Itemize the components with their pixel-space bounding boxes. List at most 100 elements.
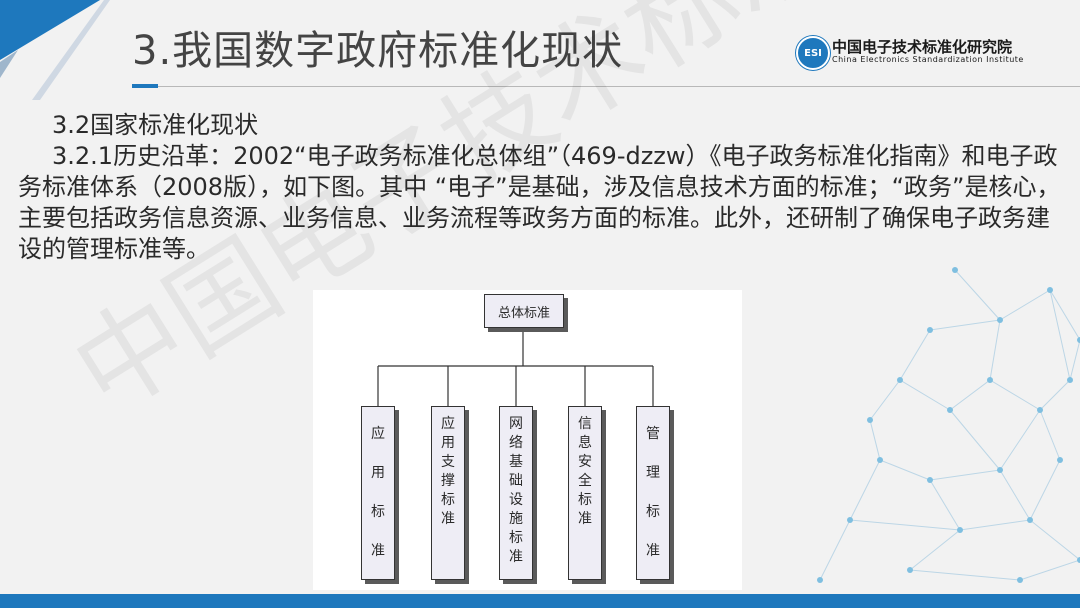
- leaf-node-1: 应用标准: [361, 406, 395, 580]
- leaf-node-char: 网: [509, 416, 523, 432]
- network-dot: [1047, 287, 1053, 293]
- leaf-node-char: 标: [509, 530, 523, 546]
- network-line: [819, 519, 851, 581]
- network-dot: [1037, 407, 1043, 413]
- network-line: [1029, 519, 1080, 561]
- network-dot: [1077, 337, 1080, 343]
- title-underline: [132, 86, 1080, 87]
- network-dot: [1057, 457, 1063, 463]
- connector-lines: [377, 327, 654, 406]
- network-line: [999, 289, 1051, 321]
- leaf-node-char: 标: [578, 492, 592, 508]
- leaf-node-char: 应: [441, 416, 455, 432]
- network-line: [1049, 289, 1071, 381]
- network-dot: [957, 527, 963, 533]
- leaf-node-char: 准: [509, 549, 523, 565]
- network-line: [899, 329, 931, 381]
- network-line: [879, 459, 931, 481]
- bottom-bar: [0, 594, 1080, 608]
- network-line: [929, 479, 961, 531]
- network-line: [999, 469, 1031, 521]
- network-line: [849, 519, 961, 531]
- network-line: [1039, 379, 1071, 411]
- leaf-node-char: 准: [441, 511, 455, 527]
- network-line: [999, 409, 1041, 471]
- network-dot: [1027, 517, 1033, 523]
- leaf-node-char: 施: [509, 511, 523, 527]
- leaf-node-char: 应: [371, 426, 385, 442]
- logo-name-en: China Electronics Standardization Instit…: [832, 55, 1024, 64]
- network-line: [959, 519, 1031, 531]
- network-dot: [927, 477, 933, 483]
- network-line: [949, 379, 991, 411]
- leaf-node-char: 息: [578, 435, 592, 451]
- network-dot: [952, 267, 958, 273]
- network-dot: [997, 317, 1003, 323]
- network-line: [869, 419, 881, 461]
- leaf-node-char: 标: [371, 504, 385, 520]
- esi-logo-icon: ESI: [796, 36, 830, 70]
- network-line: [954, 269, 1001, 321]
- network-line: [909, 569, 1021, 581]
- leaf-node-char: 础: [509, 473, 523, 489]
- root-node-general-standards: 总体标准: [484, 294, 564, 328]
- network-line: [909, 529, 961, 571]
- network-decoration: [817, 267, 1080, 583]
- leaf-node-char: 管: [646, 426, 660, 442]
- network-dot: [987, 377, 993, 383]
- leaf-node-char: 全: [578, 473, 592, 489]
- network-dot: [1077, 557, 1080, 563]
- leaf-node-4: 信息安全标准: [568, 406, 602, 580]
- leaf-node-char: 设: [509, 492, 523, 508]
- network-line: [1049, 289, 1080, 341]
- history-paragraph: 3.2.1历史沿革：2002“电子政务标准化总体组”（469-dzzw）《电子政…: [18, 142, 1061, 263]
- leaf-node-char: 准: [371, 543, 385, 559]
- institute-logo: ESI 中国电子技术标准化研究院 China Electronics Stand…: [796, 36, 1046, 70]
- network-line: [1069, 339, 1080, 381]
- network-dot: [877, 457, 883, 463]
- network-dot: [1017, 577, 1023, 583]
- network-dot: [927, 327, 933, 333]
- leaf-node-char: 安: [578, 454, 592, 470]
- network-line: [1019, 559, 1080, 581]
- leaf-node-3: 网络基础设施标准: [499, 406, 533, 580]
- network-dot: [997, 467, 1003, 473]
- leaf-node-char: 用: [441, 435, 455, 451]
- leaf-node-char: 支: [441, 454, 455, 470]
- network-line: [1039, 409, 1061, 461]
- corner-decoration: [0, 0, 110, 100]
- network-dot: [847, 517, 853, 523]
- network-line: [849, 459, 881, 521]
- network-dot: [907, 567, 913, 573]
- leaf-node-5: 管理标准: [636, 406, 670, 580]
- leaf-node-2: 应用支撑标准: [431, 406, 465, 580]
- network-dot: [1067, 377, 1073, 383]
- leaf-node-char: 准: [646, 543, 660, 559]
- network-line: [929, 469, 1001, 481]
- network-line: [989, 379, 1041, 411]
- leaf-node-char: 用: [371, 465, 385, 481]
- page-title: 3.我国数字政府标准化现状: [132, 28, 624, 74]
- leaf-node-char: 络: [509, 435, 523, 451]
- title-accent-mark: [132, 84, 158, 88]
- body-text: 3.2国家标准化现状 3.2.1历史沿革：2002“电子政务标准化总体组”（46…: [18, 110, 1068, 265]
- network-dot: [947, 407, 953, 413]
- network-line: [989, 319, 1001, 381]
- logo-name-cn: 中国电子技术标准化研究院: [832, 38, 1013, 56]
- section-heading: 3.2国家标准化现状: [52, 111, 259, 139]
- network-line: [949, 409, 1001, 471]
- network-line: [1029, 459, 1061, 521]
- leaf-node-char: 基: [509, 454, 523, 470]
- leaf-node-char: 准: [578, 511, 592, 527]
- network-line: [929, 319, 1001, 331]
- leaf-node-char: 标: [646, 504, 660, 520]
- network-line: [899, 379, 951, 411]
- network-line: [869, 379, 901, 421]
- leaf-node-char: 信: [578, 416, 592, 432]
- leaf-node-char: 撑: [441, 473, 455, 489]
- leaf-node-char: 理: [646, 465, 660, 481]
- network-dot: [897, 377, 903, 383]
- standards-hierarchy-diagram: 总体标准 应用标准应用支撑标准网络基础设施标准信息安全标准管理标准: [313, 290, 742, 590]
- network-dot: [867, 417, 873, 423]
- network-dot: [817, 577, 823, 583]
